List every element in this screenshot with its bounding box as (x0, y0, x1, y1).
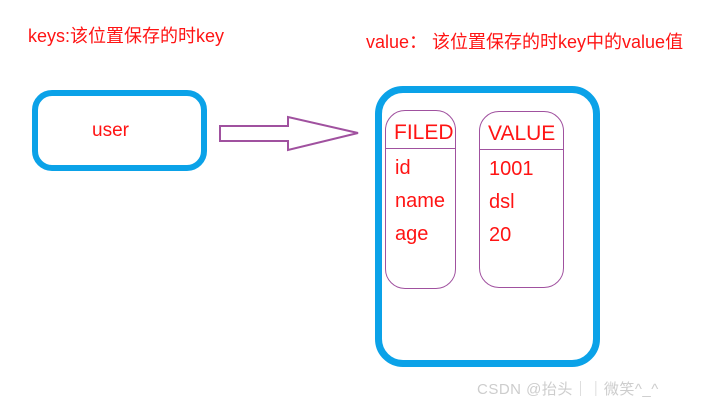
value-item: 20 (489, 224, 512, 246)
field-item: id (395, 157, 411, 179)
right-arrow-icon (218, 114, 362, 154)
field-column: FILED id name age (385, 110, 456, 289)
value-annotation-label: value： 该位置保存的时key中的value值 (366, 32, 684, 52)
value-column-header: VALUE (480, 112, 563, 150)
watermark-text: CSDN @抬头｜｜微笑^_^ (477, 381, 659, 398)
keys-annotation-label: keys:该位置保存的时key (28, 26, 225, 46)
value-item: 1001 (489, 158, 534, 180)
key-box-label: user (92, 119, 129, 141)
field-item: age (395, 223, 429, 245)
value-column-items: 1001 dsl 20 (480, 150, 563, 252)
field-item: name (395, 190, 446, 212)
key-box: user (32, 90, 207, 171)
field-column-items: id name age (386, 149, 455, 251)
value-column: VALUE 1001 dsl 20 (479, 111, 564, 288)
value-item: dsl (489, 191, 515, 213)
field-column-header: FILED (386, 111, 455, 149)
